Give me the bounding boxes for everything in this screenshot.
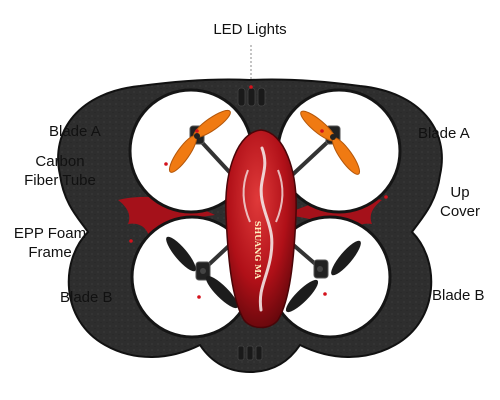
label-blade-b-right: Blade B bbox=[432, 287, 485, 304]
label-blade-b-left: Blade B bbox=[60, 289, 113, 306]
marker-blade-a-left bbox=[195, 129, 199, 133]
label-carbon-fiber-tube-line2: Fiber Tube bbox=[24, 172, 96, 189]
marker-blade-b-right bbox=[323, 292, 327, 296]
up-cover: SHUANG MA bbox=[225, 129, 297, 329]
body-brand-text: SHUANG MA bbox=[253, 221, 263, 280]
marker-epp-foam-frame bbox=[129, 239, 133, 243]
label-carbon-fiber-tube-line1: Carbon bbox=[35, 153, 85, 170]
label-led-lights: LED Lights bbox=[213, 21, 287, 38]
markers bbox=[129, 85, 388, 299]
marker-up-cover bbox=[384, 195, 388, 199]
led-vents bbox=[237, 87, 266, 107]
label-epp-foam-frame: EPP Foam Frame bbox=[2, 224, 98, 262]
marker-blade-a-right bbox=[320, 129, 324, 133]
label-up-cover: Up Cover bbox=[428, 183, 492, 221]
label-blade-a-right: Blade A bbox=[418, 125, 470, 142]
marker-led-lights bbox=[249, 85, 253, 89]
blade-a-top-right bbox=[300, 110, 361, 175]
blade-b-bottom-right bbox=[285, 240, 361, 313]
label-epp-foam-frame-line2: Frame bbox=[28, 244, 72, 261]
blade-b-bottom-left bbox=[166, 236, 239, 309]
label-blade-a-left: Blade A bbox=[49, 123, 101, 140]
blade-a-top-left bbox=[168, 109, 231, 173]
marker-carbon-fiber-tube bbox=[164, 162, 168, 166]
bottom-vents bbox=[237, 345, 263, 361]
label-epp-foam-frame-line1: EPP Foam bbox=[13, 225, 87, 242]
label-up-cover-line1: Up bbox=[450, 184, 470, 201]
marker-blade-b-left bbox=[197, 295, 201, 299]
label-carbon-fiber-tube: Carbon Fiber Tube bbox=[10, 152, 110, 190]
label-up-cover-line2: Cover bbox=[439, 203, 480, 220]
